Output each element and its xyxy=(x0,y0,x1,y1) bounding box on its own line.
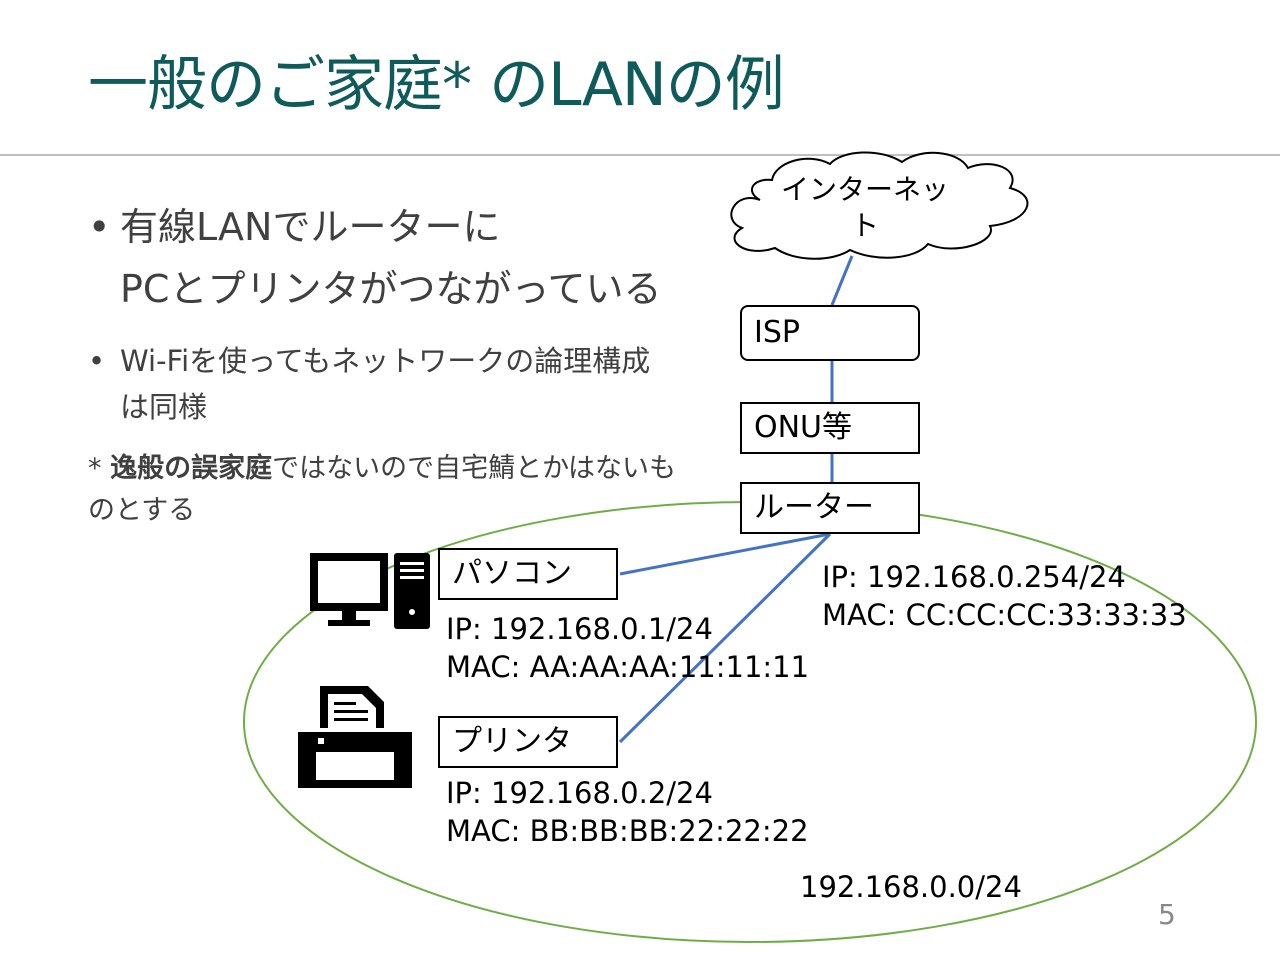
bullet-glyph: • xyxy=(88,344,106,378)
page-number: 5 xyxy=(1158,898,1176,931)
router-mac: MAC: CC:CC:CC:33:33:33 xyxy=(822,598,1187,632)
bullet-2-line-1: Wi-Fiを使ってもネットワークの論理構成 xyxy=(120,344,651,378)
router-box: ルーター xyxy=(740,482,920,534)
footnote: * 逸般の誤家庭ではないので自宅鯖とかはないも のとする xyxy=(88,448,728,532)
isp-box: ISP xyxy=(740,305,920,361)
internet-label: インターネッ ト xyxy=(770,172,960,244)
bullet-item-2: • Wi-Fiを使ってもネットワークの論理構成 は同様 xyxy=(88,338,728,430)
bullet-list: • 有線LANでルーターに PCとプリンタがつながっている • Wi-Fiを使っ… xyxy=(88,196,728,430)
footnote-line-2: のとする xyxy=(88,495,196,526)
onu-box: ONU等 xyxy=(740,402,920,454)
router-info: IP: 192.168.0.254/24 MAC: CC:CC:CC:33:33… xyxy=(822,558,1187,634)
internet-label-line-1: インターネッ xyxy=(780,173,949,206)
pc-info: IP: 192.168.0.1/24 MAC: AA:AA:AA:11:11:1… xyxy=(446,610,809,686)
pc-icon xyxy=(310,553,430,629)
printer-ip: IP: 192.168.0.2/24 xyxy=(446,776,713,810)
printer-info: IP: 192.168.0.2/24 MAC: BB:BB:BB:22:22:2… xyxy=(446,774,809,850)
bullet-1-line-1: 有線LANでルーターに xyxy=(120,205,501,249)
link-router-pc xyxy=(619,532,831,576)
pc-box: パソコン xyxy=(438,548,618,600)
internet-label-line-2: ト xyxy=(850,209,879,242)
link-router-printer xyxy=(618,532,832,744)
bullet-glyph: • xyxy=(88,205,111,249)
footnote-rest: ではないので自宅鯖とかはないも xyxy=(272,453,677,484)
title-divider xyxy=(0,154,1280,156)
footnote-line-1: * 逸般の誤家庭ではないので自宅鯖とかはないも xyxy=(88,448,728,490)
subnet-label: 192.168.0.0/24 xyxy=(800,870,1022,904)
footnote-bold: 逸般の誤家庭 xyxy=(110,453,273,484)
printer-mac: MAC: BB:BB:BB:22:22:22 xyxy=(446,814,809,848)
footnote-prefix: * xyxy=(88,453,111,484)
link-internet-isp xyxy=(830,255,854,306)
internet-cloud xyxy=(730,151,1029,260)
bullet-2-line-2: は同様 xyxy=(120,390,208,424)
pc-ip: IP: 192.168.0.1/24 xyxy=(446,612,713,646)
router-ip: IP: 192.168.0.254/24 xyxy=(822,560,1126,594)
printer-icon xyxy=(298,686,412,788)
bullet-item-1: • 有線LANでルーターに PCとプリンタがつながっている xyxy=(88,196,728,320)
pc-mac: MAC: AA:AA:AA:11:11:11 xyxy=(446,650,810,684)
printer-box: プリンタ xyxy=(438,716,618,768)
bullet-1-line-2: PCとプリンタがつながっている xyxy=(120,267,662,311)
slide-title: 一般のご家庭* のLANの例 xyxy=(88,50,785,120)
